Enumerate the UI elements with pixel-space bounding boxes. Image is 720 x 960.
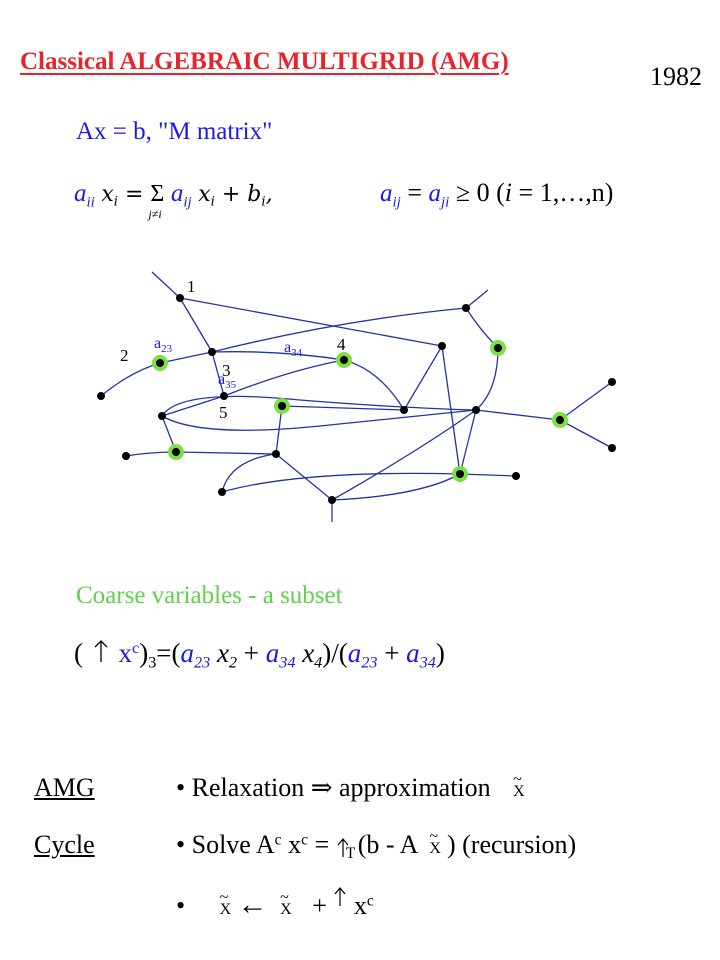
node [122, 452, 130, 460]
node [438, 342, 446, 350]
bullet-update: • ~X ← ~X + xc [176, 887, 374, 921]
node [158, 412, 166, 420]
system-equation: Ax = b, "M matrix" [76, 118, 273, 145]
node [472, 406, 480, 414]
prolongation-arrow-icon [334, 887, 346, 906]
node [156, 359, 164, 367]
amg-label: AMG [34, 773, 95, 802]
node [340, 356, 348, 364]
prolongation-arrow-icon [94, 640, 108, 662]
edge-label-a35: a35 [218, 371, 237, 391]
cycle-label: Cycle [34, 830, 95, 859]
restriction-arrow-icon [337, 838, 349, 857]
symmetry-condition: aij = aji ≥ 0 (i = 1,…,n) [380, 178, 614, 211]
coarse-heading: Coarse variables - a subset [76, 582, 343, 609]
node [328, 496, 336, 504]
node-3 [208, 348, 216, 356]
page-title: Classical ALGEBRAIC MULTIGRID (AMG) [20, 48, 509, 75]
node [272, 450, 280, 458]
node [556, 416, 564, 424]
node [278, 402, 286, 410]
node [608, 444, 616, 452]
node [218, 488, 226, 496]
interpolation-formula: ( xc)3=(a23 x2 + a34 x4)/(a23 + a34) [74, 638, 445, 672]
node [494, 344, 502, 352]
node [512, 472, 520, 480]
node-label-5: 5 [219, 403, 228, 422]
node-label-1: 1 [187, 277, 196, 296]
year-label: 1982 [650, 62, 702, 91]
node-5 [220, 392, 228, 400]
left-arrow-icon: ← [237, 888, 268, 921]
node [462, 304, 470, 312]
node-label-4: 4 [337, 335, 346, 354]
graph-edges [100, 271, 613, 522]
row-equation: aii xi = Σ j≠i aij xi + bi, [74, 180, 273, 221]
node-label-3: 3 [222, 361, 231, 380]
node-label-2: 2 [120, 346, 129, 365]
sum-symbol: Σ [150, 181, 165, 207]
node [608, 378, 616, 386]
node [172, 448, 180, 456]
node-1 [176, 294, 184, 302]
node [456, 470, 464, 478]
matrix-graph: 1 2 3 4 5 a23 a34 a35 [97, 271, 616, 522]
bullet-relaxation: • Relaxation ⇒ approximation ~X [176, 771, 525, 802]
bullet-solve: • Solve Ac xc = T (b - A ~X) (recursion) [176, 828, 577, 862]
graph-nodes [97, 294, 616, 504]
node [97, 392, 105, 400]
node [400, 406, 408, 414]
edge-label-a23: a23 [154, 335, 173, 355]
edge-label-a34: a34 [284, 339, 303, 359]
